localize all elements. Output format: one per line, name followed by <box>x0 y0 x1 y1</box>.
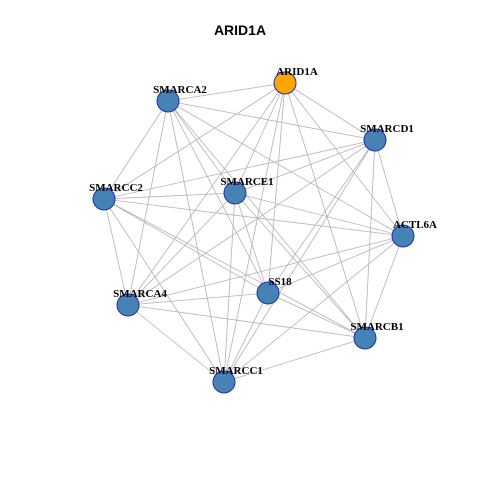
node-actl6a <box>391 224 415 248</box>
edge-smarcc2-ss18 <box>103 198 269 294</box>
edge-ss18-smarcc1 <box>223 292 269 383</box>
edge-actl6a-ss18 <box>267 235 404 294</box>
edge-ss18-smarcb1 <box>267 292 366 339</box>
edge-arid1a-smarcc2 <box>103 82 286 200</box>
node-smarcd1 <box>363 128 387 152</box>
node-label-smarcd1: SMARCD1 <box>360 123 414 135</box>
node-smarca4 <box>116 293 140 317</box>
edge-smarca2-smarce1 <box>167 100 236 194</box>
edge-actl6a-smarcc1 <box>223 235 404 383</box>
node-smarcc2 <box>92 187 116 211</box>
edge-smarca2-smarcd1 <box>167 100 376 141</box>
edge-smarca4-smarcc1 <box>127 304 225 383</box>
edge-smarcc2-smarcb1 <box>103 198 366 339</box>
edge-smarca2-ss18 <box>167 100 269 294</box>
edge-smarca2-smarcc2 <box>103 100 169 200</box>
edge-smarcd1-ss18 <box>267 139 376 294</box>
edge-smarcd1-smarcc1 <box>223 139 376 383</box>
edge-arid1a-smarcc1 <box>223 82 286 383</box>
graph-title: ARID1A <box>213 22 267 38</box>
node-label-smarcb1: SMARCB1 <box>350 321 403 333</box>
edge-smarcc2-smarcc1 <box>103 198 225 383</box>
nodes-layer <box>92 71 415 394</box>
edge-smarca4-ss18 <box>127 292 269 306</box>
node-label-actl6a: ACTL6A <box>393 219 437 231</box>
node-label-smarca4: SMARCA4 <box>113 288 167 300</box>
edge-smarce1-ss18 <box>234 192 269 294</box>
node-label-arid1a: ARID1A <box>276 66 318 78</box>
node-label-ss18: SS18 <box>268 276 292 288</box>
edge-smarca2-actl6a <box>167 100 404 237</box>
edge-smarca2-smarcc1 <box>167 100 225 383</box>
edge-smarcd1-smarce1 <box>234 139 376 194</box>
edge-smarca4-smarcb1 <box>127 304 366 339</box>
edge-smarce1-smarcc1 <box>223 192 236 383</box>
edge-smarcc2-actl6a <box>103 198 404 237</box>
node-label-smarce1: SMARCE1 <box>220 176 273 188</box>
node-label-smarcc2: SMARCC2 <box>89 182 143 194</box>
edge-arid1a-smarca2 <box>167 82 286 102</box>
node-smarcc1 <box>212 370 236 394</box>
edge-smarcd1-smarca4 <box>127 139 376 306</box>
node-arid1a <box>273 71 297 95</box>
node-smarcb1 <box>353 326 377 350</box>
edge-smarcb1-smarcc1 <box>223 337 366 383</box>
node-ss18 <box>256 281 280 305</box>
edge-smarce1-smarcb1 <box>234 192 366 339</box>
edge-smarcd1-actl6a <box>374 139 404 237</box>
edge-actl6a-smarcb1 <box>364 235 404 339</box>
edge-smarcc2-smarce1 <box>103 192 236 200</box>
node-smarce1 <box>223 181 247 205</box>
edge-smarcd1-smarcb1 <box>364 139 376 339</box>
node-label-smarcc1: SMARCC1 <box>209 365 263 377</box>
edge-arid1a-ss18 <box>267 82 286 294</box>
edge-smarca2-smarca4 <box>127 100 169 306</box>
edge-smarce1-actl6a <box>234 192 404 237</box>
edge-actl6a-smarca4 <box>127 235 404 306</box>
edge-arid1a-actl6a <box>284 82 404 237</box>
node-smarca2 <box>156 89 180 113</box>
edges-layer <box>103 82 404 383</box>
edge-arid1a-smarce1 <box>234 82 286 194</box>
node-label-smarca2: SMARCA2 <box>153 84 207 96</box>
edge-smarce1-smarca4 <box>127 192 236 306</box>
edge-arid1a-smarcd1 <box>284 82 376 141</box>
edge-smarcc2-smarca4 <box>103 198 129 306</box>
edge-smarcd1-smarcc2 <box>103 139 376 200</box>
